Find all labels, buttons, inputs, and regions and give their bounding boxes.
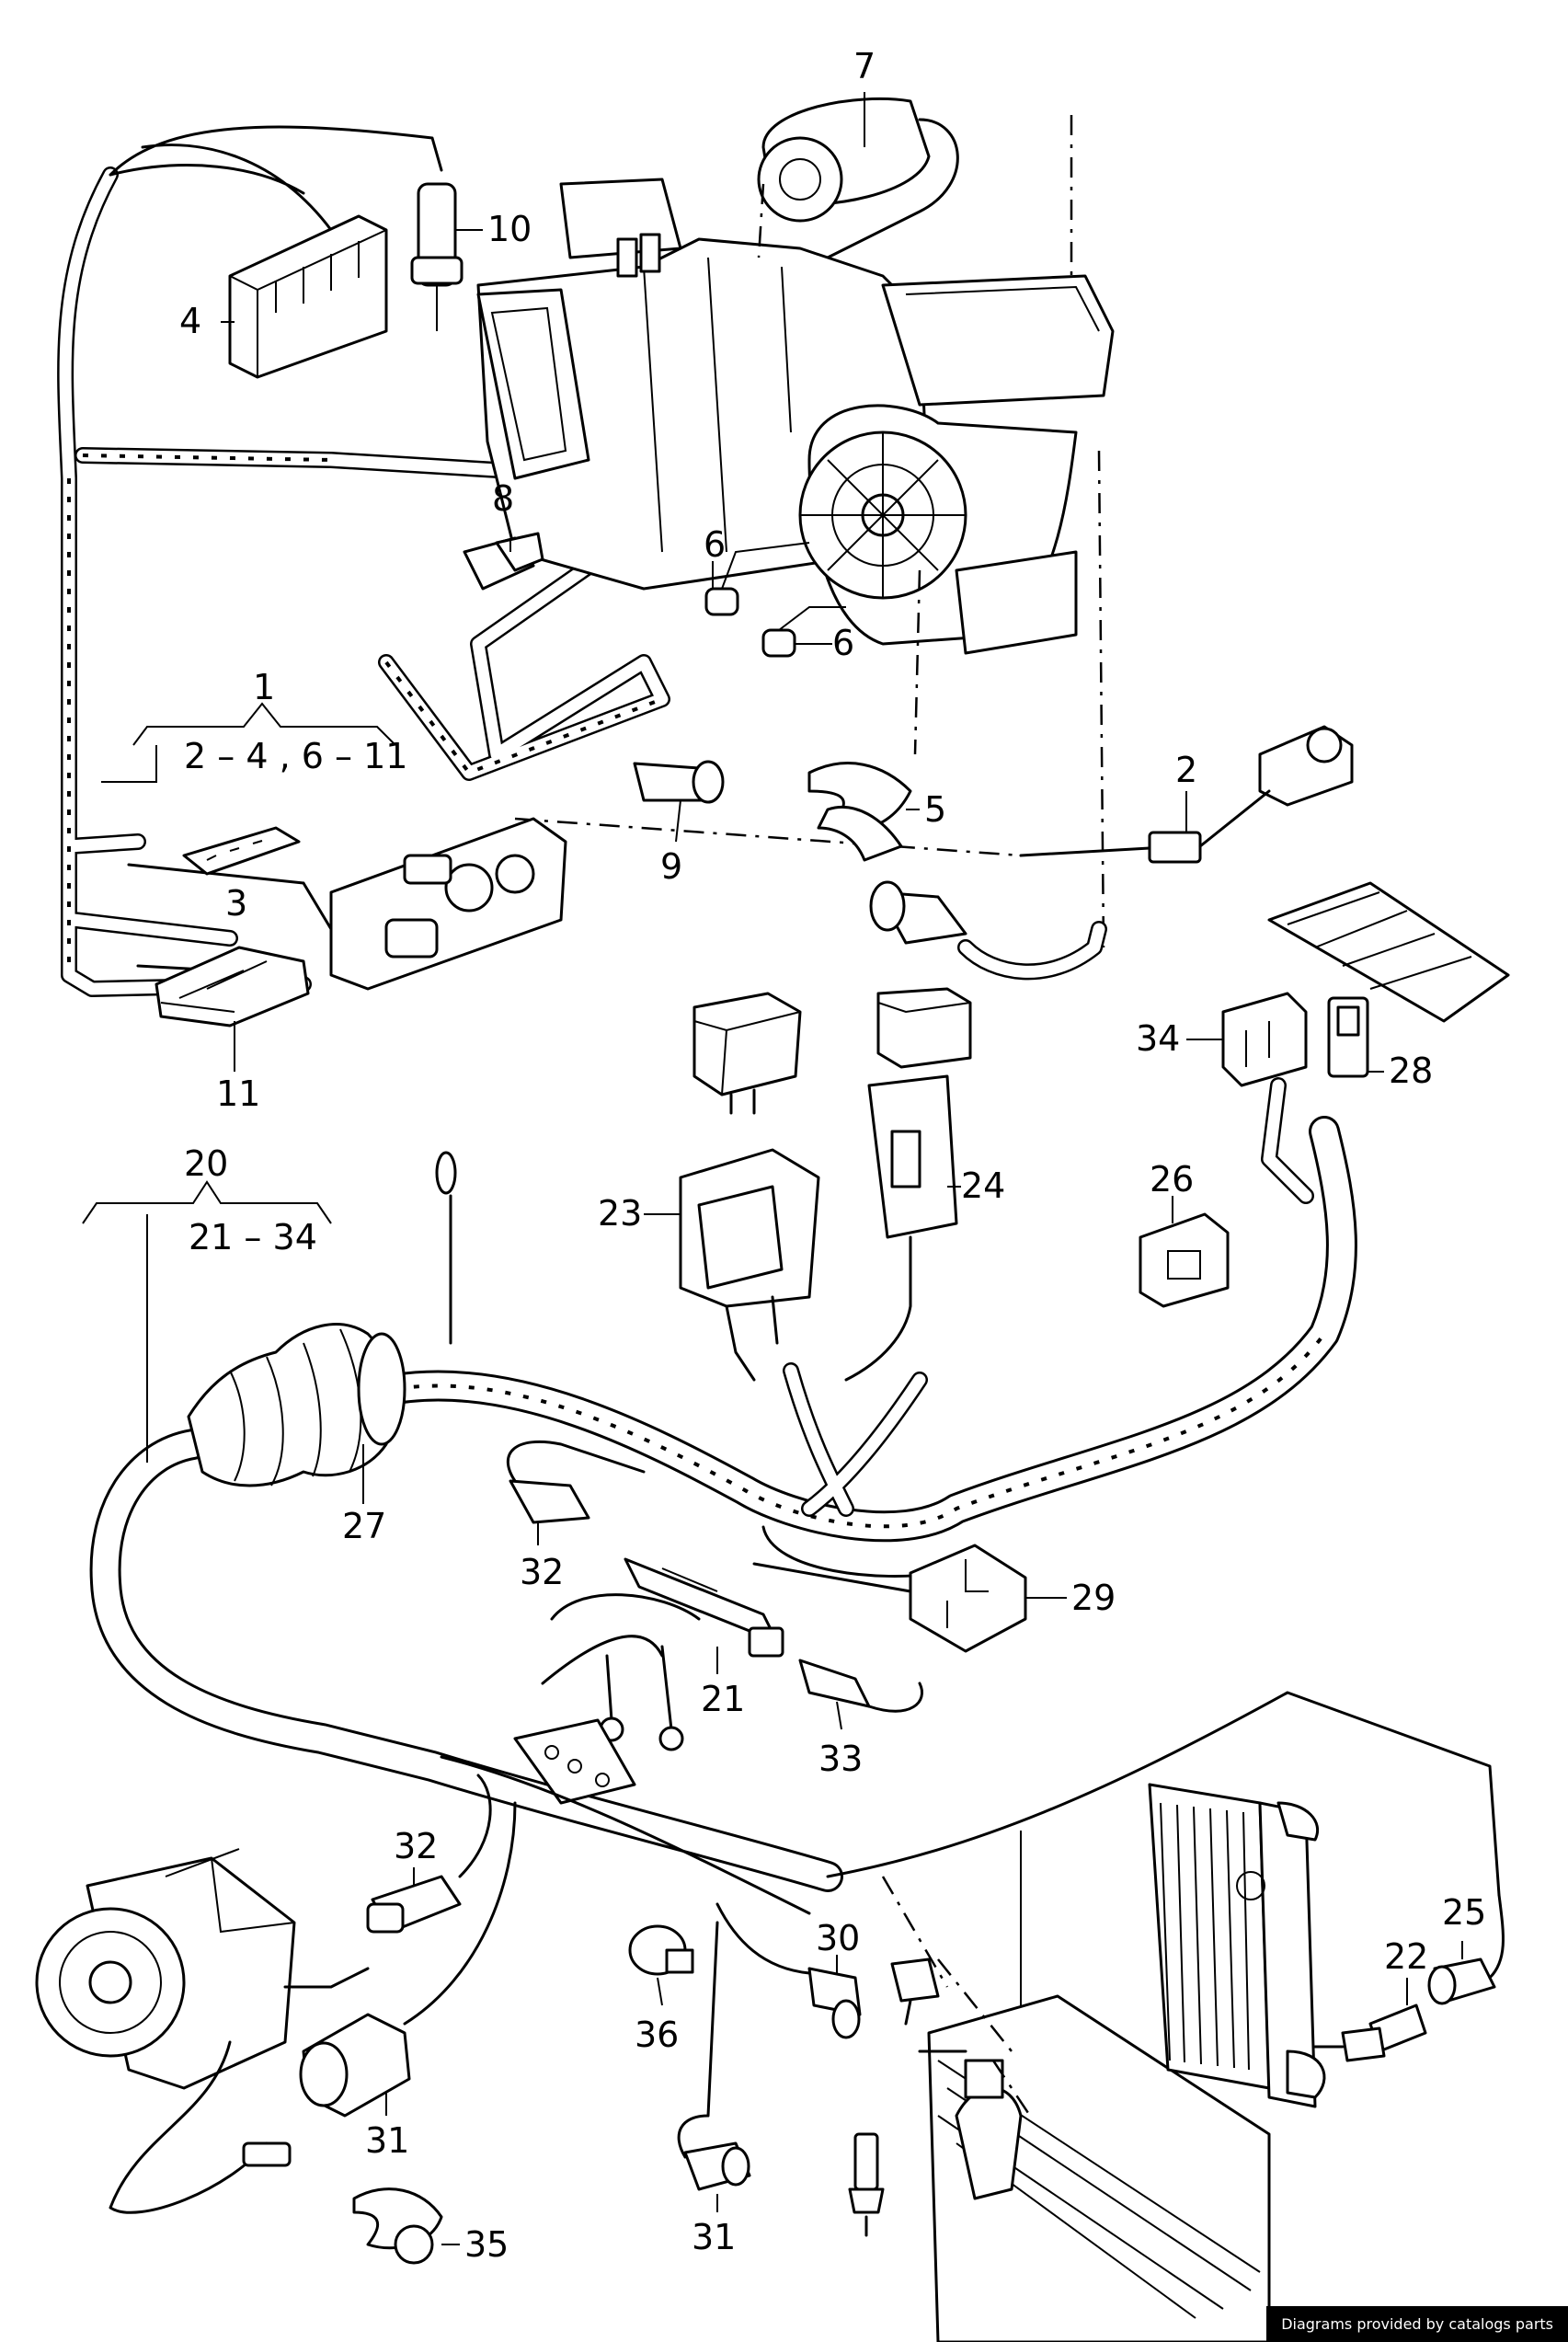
- part-11-connector: [155, 946, 310, 1027]
- part-27-grommet: [187, 1323, 406, 1487]
- callout-2: 2: [1175, 750, 1197, 790]
- heater-housing: [476, 178, 1115, 655]
- part-33-connector: [798, 1659, 923, 1713]
- callout-11: 11: [216, 1073, 260, 1114]
- part-10-sensor: [410, 182, 464, 331]
- part-25-sensor: [1427, 1893, 1505, 2005]
- callout-4: 4: [179, 301, 201, 341]
- part-32-connector-upper: [506, 1440, 646, 1524]
- callout-5: 5: [924, 789, 946, 830]
- part-36-switch: [628, 1924, 694, 1976]
- lower-wiring-harness: [89, 1077, 1357, 1892]
- condenser: [927, 1994, 1271, 2342]
- callout-24: 24: [961, 1165, 1005, 1206]
- relay-component: [692, 992, 802, 1115]
- part-22-connector: [1313, 2003, 1427, 2062]
- callout-20: 20: [184, 1143, 228, 1184]
- temperature-sensor: [890, 1957, 940, 2026]
- bracket-20: [82, 1180, 332, 1224]
- pressure-switch: [848, 2132, 885, 2237]
- callout-22: 22: [1384, 1936, 1428, 1977]
- radiator: [1148, 1783, 1326, 2108]
- callout-31b: 31: [692, 2217, 736, 2257]
- callout-1-range: 2 – 4 , 6 – 11: [184, 736, 407, 776]
- callout-leaders: [221, 92, 1463, 2245]
- part-fuse: [876, 987, 972, 1069]
- bracket-1: [132, 702, 396, 746]
- part-34-connector: [1221, 992, 1308, 1087]
- part-28-connector: [1327, 996, 1369, 1078]
- callout-6b: 6: [832, 623, 854, 663]
- callout-8: 8: [492, 478, 514, 519]
- part-31-connector-left: [299, 1801, 517, 2118]
- callout-32b: 32: [394, 1826, 438, 1866]
- part-35-clip: [352, 2187, 443, 2265]
- mounting-plate: [513, 1718, 636, 1805]
- callout-32a: 32: [520, 1552, 564, 1592]
- callout-20-range: 21 – 34: [189, 1217, 317, 1257]
- part-31-connector-lower: [677, 1921, 751, 2191]
- part-30-sensor: [715, 1902, 862, 2039]
- part-5-clip: [807, 762, 912, 862]
- callout-36: 36: [635, 2015, 679, 2055]
- callout-28: 28: [1389, 1050, 1433, 1091]
- part-6-plugs: [704, 542, 846, 658]
- callout-3: 3: [225, 883, 247, 924]
- callout-10: 10: [487, 209, 532, 249]
- callout-25: 25: [1442, 1892, 1486, 1933]
- callout-27: 27: [342, 1506, 386, 1546]
- credit-badge: Diagrams provided by catalogs parts: [1266, 2306, 1568, 2342]
- part-26-connector: [1139, 1212, 1230, 1308]
- callout-30: 30: [816, 1918, 860, 1958]
- part-21-inline-fuse: [624, 1557, 784, 1658]
- part-29-bracket: [909, 1544, 1027, 1653]
- callout-31a: 31: [365, 2120, 409, 2161]
- part-32-connector-lower: [366, 1774, 492, 1934]
- climate-control-panel: [329, 817, 567, 991]
- ground-leads: [541, 1593, 701, 1751]
- part-24-relay-holder: [844, 1074, 958, 1382]
- fuse-box: [1267, 881, 1510, 1023]
- callout-33: 33: [818, 1739, 863, 1779]
- ac-compressor: [35, 1848, 370, 2214]
- callout-1: 1: [253, 667, 275, 707]
- part-2-connector: [1019, 725, 1354, 864]
- part-7-blower-resistor: [757, 98, 959, 259]
- callout-23: 23: [598, 1193, 642, 1234]
- part-23-relay-base: [679, 1148, 820, 1382]
- callout-26: 26: [1150, 1159, 1194, 1200]
- part-9-sensor: [633, 760, 1107, 981]
- callout-9: 9: [660, 846, 682, 887]
- callout-35: 35: [464, 2224, 509, 2265]
- callout-34: 34: [1136, 1018, 1180, 1059]
- callout-7: 7: [853, 46, 876, 86]
- part-8-connector: [463, 532, 544, 591]
- upper-wiring-harness: [57, 125, 670, 997]
- callout-labels: 1 2 – 4 , 6 – 11 2 3 4 5 6 6 7 8 9 10 11…: [179, 46, 1486, 2265]
- part-4-connector: [228, 214, 388, 379]
- callout-29: 29: [1071, 1578, 1116, 1618]
- callout-21: 21: [701, 1679, 745, 1719]
- callout-6a: 6: [704, 524, 726, 565]
- part-3-connector: [182, 826, 301, 876]
